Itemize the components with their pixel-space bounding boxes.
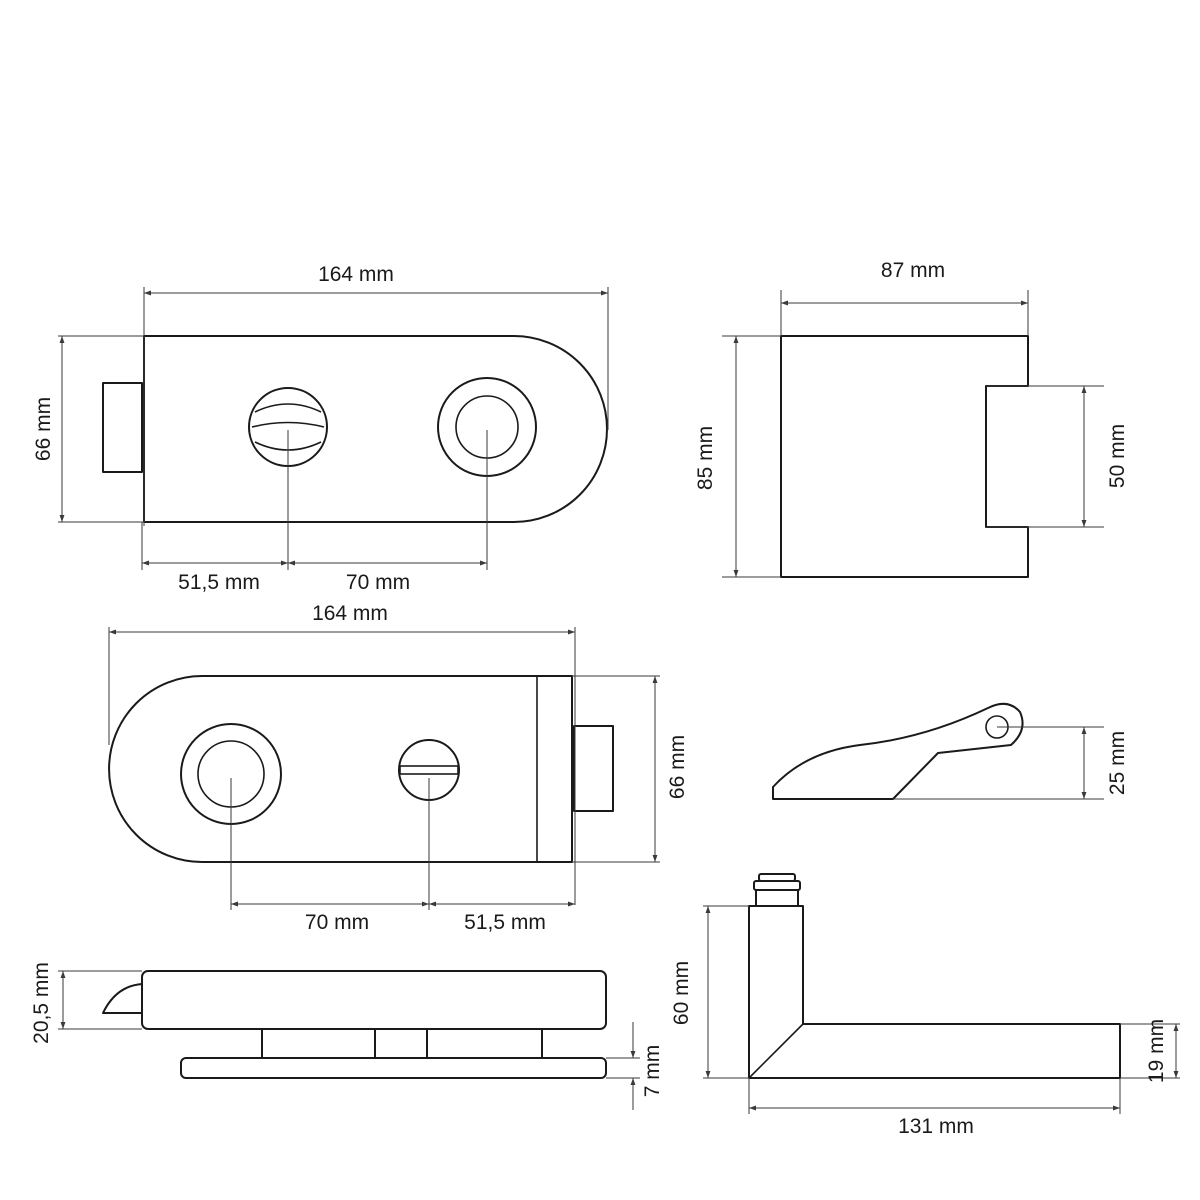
lever-grip-label: 19 mm: [1145, 1019, 1168, 1083]
emergency-release-icon: [398, 739, 460, 801]
mirror-lock-spacing-label: 70 mm: [305, 911, 369, 934]
side-body-label: 20,5 mm: [30, 962, 53, 1044]
side-view-base-plate: [180, 1057, 607, 1079]
side-plate-label: 7 mm: [641, 1045, 664, 1098]
mirror-lock-width-label: 164 mm: [312, 602, 388, 625]
latch-profile-body: [772, 702, 1024, 800]
top-lock-height-label: 66 mm: [32, 397, 55, 461]
top-lock-bolt: [102, 382, 143, 473]
latch-height-label: 25 mm: [1106, 731, 1129, 795]
side-view-body: [141, 970, 607, 1030]
keeper-block-body: [780, 335, 1029, 578]
side-view-clamp-right: [426, 1028, 543, 1060]
keeper-recess-label: 50 mm: [1106, 424, 1129, 488]
lever-handle-body: [748, 905, 1121, 1079]
mirror-lock-view: 164 mm 66 mm 70 mm 51,5 mm: [108, 602, 689, 934]
top-lock-spacing-label: 70 mm: [346, 571, 410, 594]
lever-handle-view: 60 mm 19 mm 131 mm: [670, 873, 1180, 1138]
top-lock-width-label: 164 mm: [318, 263, 394, 286]
cylinder-rosette-icon: [180, 723, 282, 825]
keeper-block-view: 87 mm 85 mm 50 mm: [694, 259, 1129, 578]
lever-handle-bend: [748, 1023, 804, 1079]
mirror-lock-offset-label: 51,5 mm: [464, 911, 546, 934]
lever-length-label: 131 mm: [898, 1115, 974, 1138]
keeper-width-label: 87 mm: [881, 259, 945, 282]
side-view-latch-tip: [102, 983, 143, 1014]
top-lock-body: [143, 335, 608, 523]
spindle-icon: [753, 873, 801, 907]
side-view-clamp-left: [261, 1028, 376, 1060]
side-view: 20,5 mm 7 mm: [30, 962, 664, 1110]
keeper-height-label: 85 mm: [694, 426, 717, 490]
latch-profile-view: 25 mm: [772, 702, 1129, 800]
top-lock-view: 164 mm 66 mm 51,5 mm 70 mm: [32, 263, 609, 594]
mirror-lock-body: [108, 675, 573, 863]
mirror-lock-bolt: [573, 725, 614, 812]
lever-height-label: 60 mm: [670, 961, 693, 1025]
top-lock-offset-label: 51,5 mm: [178, 571, 260, 594]
mirror-lock-height-label: 66 mm: [666, 735, 689, 799]
